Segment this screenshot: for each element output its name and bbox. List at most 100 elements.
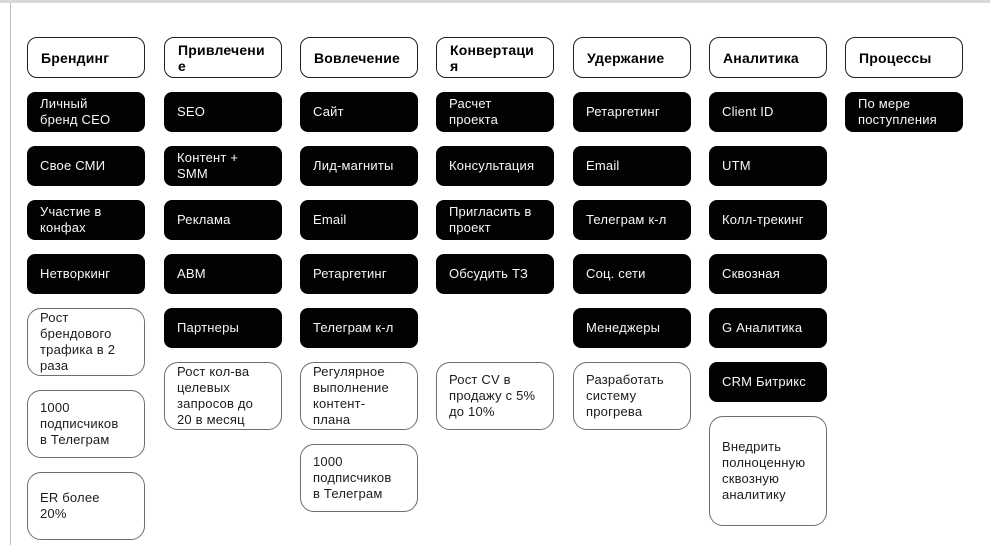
column-title: Процессы [859,49,932,66]
card-black[interactable]: Реклама [164,200,282,240]
card-black[interactable]: CRM Битрикс [709,362,827,402]
card-black[interactable]: Сквозная [709,254,827,294]
card-label: Реклама [177,212,231,227]
card-black[interactable]: Email [573,146,691,186]
card-black[interactable]: UTM [709,146,827,186]
column-title: Аналитика [723,49,799,66]
card-black[interactable]: Партнеры [164,308,282,348]
column-acquisition: Привлечение SEO Контент + SMM Реклама AB… [164,37,282,430]
column-analytics: Аналитика Client ID UTM Колл-трекинг Скв… [709,37,827,526]
card-label: Участие в конфах [40,204,102,235]
canvas-frame-left-edge [10,3,11,545]
card-label: Контент + SMM [177,150,239,181]
card-black[interactable]: Колл-трекинг [709,200,827,240]
card-goal[interactable]: 1000 подписчиков в Телеграм [300,444,418,512]
column-title: Конвертация [450,41,534,74]
card-label: Email [586,158,620,173]
card-black[interactable]: Пригласить в проект [436,200,554,240]
column-title: Привлечение [178,41,265,74]
card-black[interactable]: Телеграм к-л [573,200,691,240]
card-black[interactable]: Участие в конфах [27,200,145,240]
card-black[interactable]: Консультация [436,146,554,186]
card-black[interactable]: Соц. сети [573,254,691,294]
card-label: Телеграм к-л [313,320,394,335]
card-label: Сквозная [722,266,780,281]
card-black[interactable]: Лид-магниты [300,146,418,186]
card-goal[interactable]: Внедрить полноценную сквозную аналитику [709,416,827,526]
card-goal[interactable]: 1000 подписчиков в Телеграм [27,390,145,458]
card-black[interactable]: Ретаргетинг [573,92,691,132]
column-header[interactable]: Удержание [573,37,691,78]
card-black[interactable]: По мере поступления [845,92,963,132]
card-label: Сайт [313,104,344,119]
column-header[interactable]: Брендинг [27,37,145,78]
card-black[interactable]: Email [300,200,418,240]
card-label: Личный бренд CEO [40,96,111,127]
card-label: Внедрить полноценную сквозную аналитику [722,439,806,502]
card-black[interactable]: G Аналитика [709,308,827,348]
card-black[interactable]: Менеджеры [573,308,691,348]
card-label: Рост CV в продажу с 5% до 10% [449,372,536,419]
column-retention: Удержание Ретаргетинг Email Телеграм к-л… [573,37,691,430]
card-label: Client ID [722,104,774,119]
card-label: Лид-магниты [313,158,394,173]
canvas-frame-top-edge [0,0,990,3]
column-header[interactable]: Вовлечение [300,37,418,78]
card-label: Телеграм к-л [586,212,667,227]
card-black[interactable]: Ретаргетинг [300,254,418,294]
card-black[interactable]: Свое СМИ [27,146,145,186]
card-label: ABM [177,266,206,281]
column-conversion: Конвертация Расчет проекта Консультация … [436,37,554,430]
card-black[interactable]: Расчет проекта [436,92,554,132]
column-engagement: Вовлечение Сайт Лид-магниты Email Ретарг… [300,37,418,512]
card-black[interactable]: Телеграм к-л [300,308,418,348]
card-label: Свое СМИ [40,158,106,173]
column-branding: Брендинг Личный бренд CEO Свое СМИ Участ… [27,37,145,540]
card-label: Разработать систему прогрева [586,372,664,419]
card-label: SEO [177,104,206,119]
card-label: Ретаргетинг [586,104,660,119]
column-title: Вовлечение [314,49,400,66]
card-label: Менеджеры [586,320,661,335]
card-label: Колл-трекинг [722,212,804,227]
card-label: Пригласить в проект [449,204,532,235]
card-goal[interactable]: Разработать систему прогрева [573,362,691,430]
column-header[interactable]: Привлечение [164,37,282,78]
card-goal[interactable]: Рост брендового трафика в 2 раза [27,308,145,376]
column-header[interactable]: Аналитика [709,37,827,78]
card-black[interactable]: Нетворкинг [27,254,145,294]
card-black[interactable]: Client ID [709,92,827,132]
card-label: Регулярное выполнение контент-плана [313,364,389,427]
card-label: ER более 20% [40,490,100,521]
card-label: G Аналитика [722,320,803,335]
card-black[interactable]: Контент + SMM [164,146,282,186]
card-label: Расчет проекта [449,96,499,127]
card-label: Нетворкинг [40,266,111,281]
card-label: Соц. сети [586,266,646,281]
card-black[interactable]: ABM [164,254,282,294]
card-black[interactable]: SEO [164,92,282,132]
card-label: Партнеры [177,320,240,335]
card-label: 1000 подписчиков в Телеграм [313,454,392,501]
card-label: UTM [722,158,751,173]
card-label: Ретаргетинг [313,266,387,281]
column-processes: Процессы По мере поступления [845,37,963,132]
card-goal[interactable]: Рост CV в продажу с 5% до 10% [436,362,554,430]
card-label: Рост кол-ва целевых запросов до 20 в мес… [177,364,254,427]
card-label: 1000 подписчиков в Телеграм [40,400,119,447]
column-header[interactable]: Конвертация [436,37,554,78]
card-label: Email [313,212,347,227]
card-black[interactable]: Сайт [300,92,418,132]
card-label: CRM Битрикс [722,374,806,389]
column-header[interactable]: Процессы [845,37,963,78]
column-title: Удержание [587,49,665,66]
card-black[interactable]: Личный бренд CEO [27,92,145,132]
card-goal[interactable]: ER более 20% [27,472,145,540]
card-label: По мере поступления [858,96,937,127]
card-black[interactable]: Обсудить ТЗ [436,254,554,294]
column-title: Брендинг [41,49,110,66]
card-goal[interactable]: Регулярное выполнение контент-плана [300,362,418,430]
card-goal[interactable]: Рост кол-ва целевых запросов до 20 в мес… [164,362,282,430]
card-label: Обсудить ТЗ [449,266,529,281]
